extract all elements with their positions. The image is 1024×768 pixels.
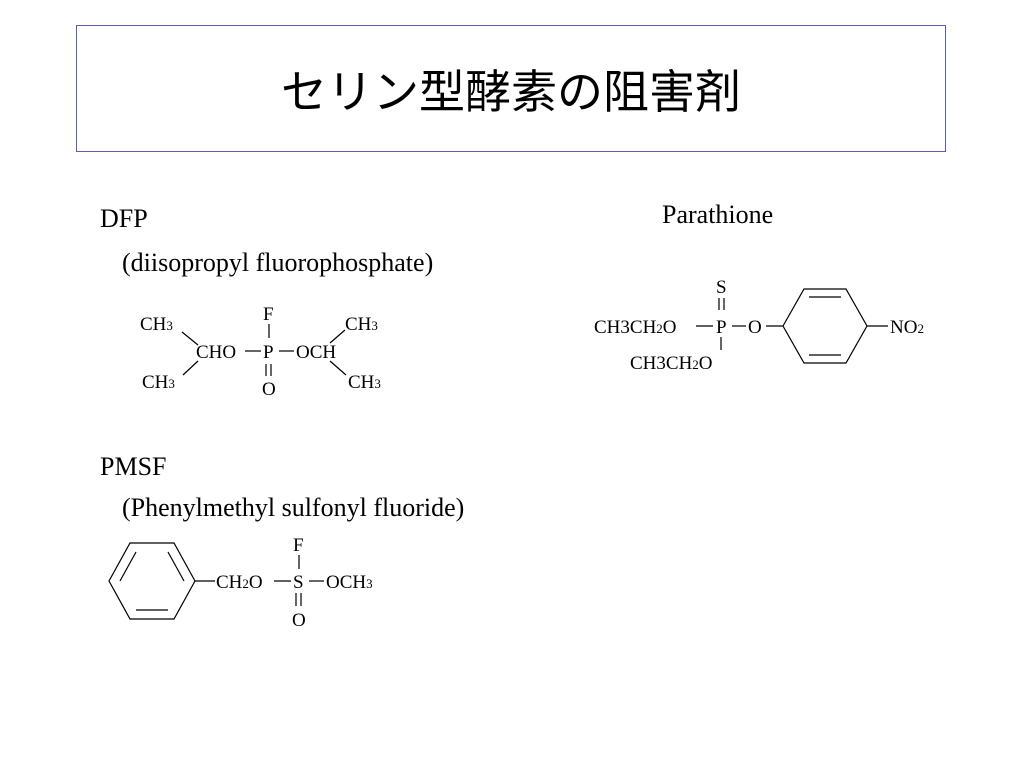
dfp-och: OCH — [296, 342, 336, 363]
pmsf-name: PMSF — [100, 452, 167, 481]
pmsf-benzene-ring — [108, 542, 196, 620]
parathione-benzene-ring — [782, 288, 868, 364]
pmsf-structure: CH2O F S O OCH3 — [108, 535, 373, 631]
title-box: セリン型酵素の阻害剤 — [76, 25, 946, 152]
pmsf-ch2o: CH2O — [216, 572, 263, 593]
dfp-structure: CH3 CH3 CHO F P O OCH CH3 CH3 — [140, 304, 381, 400]
parathione-structure: S CH3CH2O P O CH3CH2O NO2 — [594, 277, 924, 374]
pmsf-s: S — [293, 572, 304, 593]
dfp-ch3-bottom-left: CH3 — [142, 372, 175, 393]
pmsf-full-name: (Phenylmethyl sulfonyl fluoride) — [122, 493, 465, 522]
parathione-ethyl-bottom: CH3CH2O — [630, 353, 713, 374]
parathione-name: Parathione — [662, 200, 774, 229]
dfp-bond-ch3tr — [329, 329, 346, 344]
pmsf-bonds — [108, 542, 324, 620]
pmsf-ring-inner-b — [167, 551, 185, 582]
dfp-o: O — [262, 379, 276, 400]
dfp-bond-ch3bl — [182, 360, 199, 376]
dfp-bond-ch3br — [329, 360, 347, 376]
parathione-bonds — [696, 288, 888, 364]
dfp-ch3-top-left: CH3 — [140, 314, 173, 335]
parathione-s: S — [716, 277, 727, 298]
parathione-ethyl-left: CH3CH2O — [594, 317, 677, 338]
dfp-full-name: (diisopropyl fluorophosphate) — [122, 248, 434, 277]
parathione-p: P — [716, 317, 727, 338]
parathione-no2: NO2 — [890, 317, 924, 338]
dfp-ch3-bottom-right: CH3 — [348, 372, 381, 393]
dfp-bond-ch3tl — [181, 331, 199, 346]
pmsf-och3: OCH3 — [326, 572, 373, 593]
dfp-cho: CHO — [196, 342, 236, 363]
dfp-bonds — [181, 324, 347, 376]
slide-title: セリン型酵素の阻害剤 — [281, 64, 741, 119]
dfp-p: P — [263, 342, 274, 363]
dfp-name: DFP — [100, 204, 148, 233]
parathione-o-right: O — [748, 317, 762, 338]
pmsf-o: O — [292, 610, 306, 631]
pmsf-ring-inner-a — [119, 551, 137, 582]
pmsf-f: F — [293, 535, 304, 556]
dfp-f: F — [263, 304, 274, 325]
dfp-ch3-top-right: CH3 — [345, 314, 378, 335]
